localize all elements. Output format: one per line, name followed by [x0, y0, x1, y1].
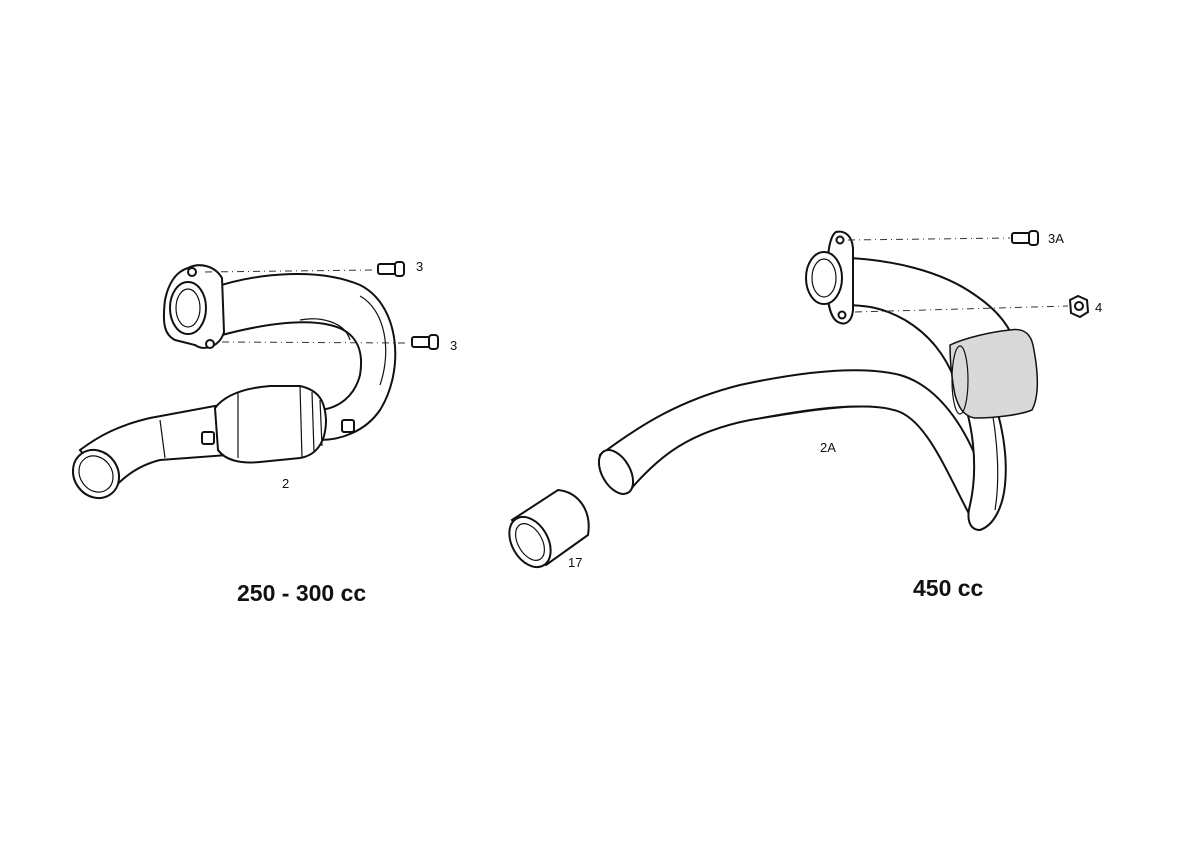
- leader-line: [847, 237, 1011, 241]
- exhaust-flange-right: [805, 230, 854, 325]
- bolt-icon: [1011, 230, 1039, 246]
- nut-icon: [1068, 294, 1090, 319]
- bolt-icon: [411, 334, 439, 350]
- variant-label-450: 450 cc: [913, 575, 984, 601]
- callout-2: 2: [282, 476, 289, 491]
- callout-4: 4: [1095, 300, 1102, 315]
- sleeve-clamp: [508, 488, 590, 569]
- header-pipe-250-300: [71, 272, 397, 500]
- exhaust-flange-left: [162, 264, 226, 349]
- callout-17: 17: [568, 555, 582, 570]
- callout-3a: 3A: [1048, 231, 1064, 246]
- variant-label-250-300: 250 - 300 cc: [237, 580, 366, 606]
- bolt-icon: [377, 261, 405, 277]
- leader-line: [854, 305, 1069, 313]
- leader-line: [221, 341, 406, 344]
- header-pipe-450: [597, 256, 1039, 532]
- callout-3-lower: 3: [450, 338, 457, 353]
- leader-line: [204, 269, 373, 273]
- callout-3-upper: 3: [416, 259, 423, 274]
- callout-2a: 2A: [820, 440, 836, 455]
